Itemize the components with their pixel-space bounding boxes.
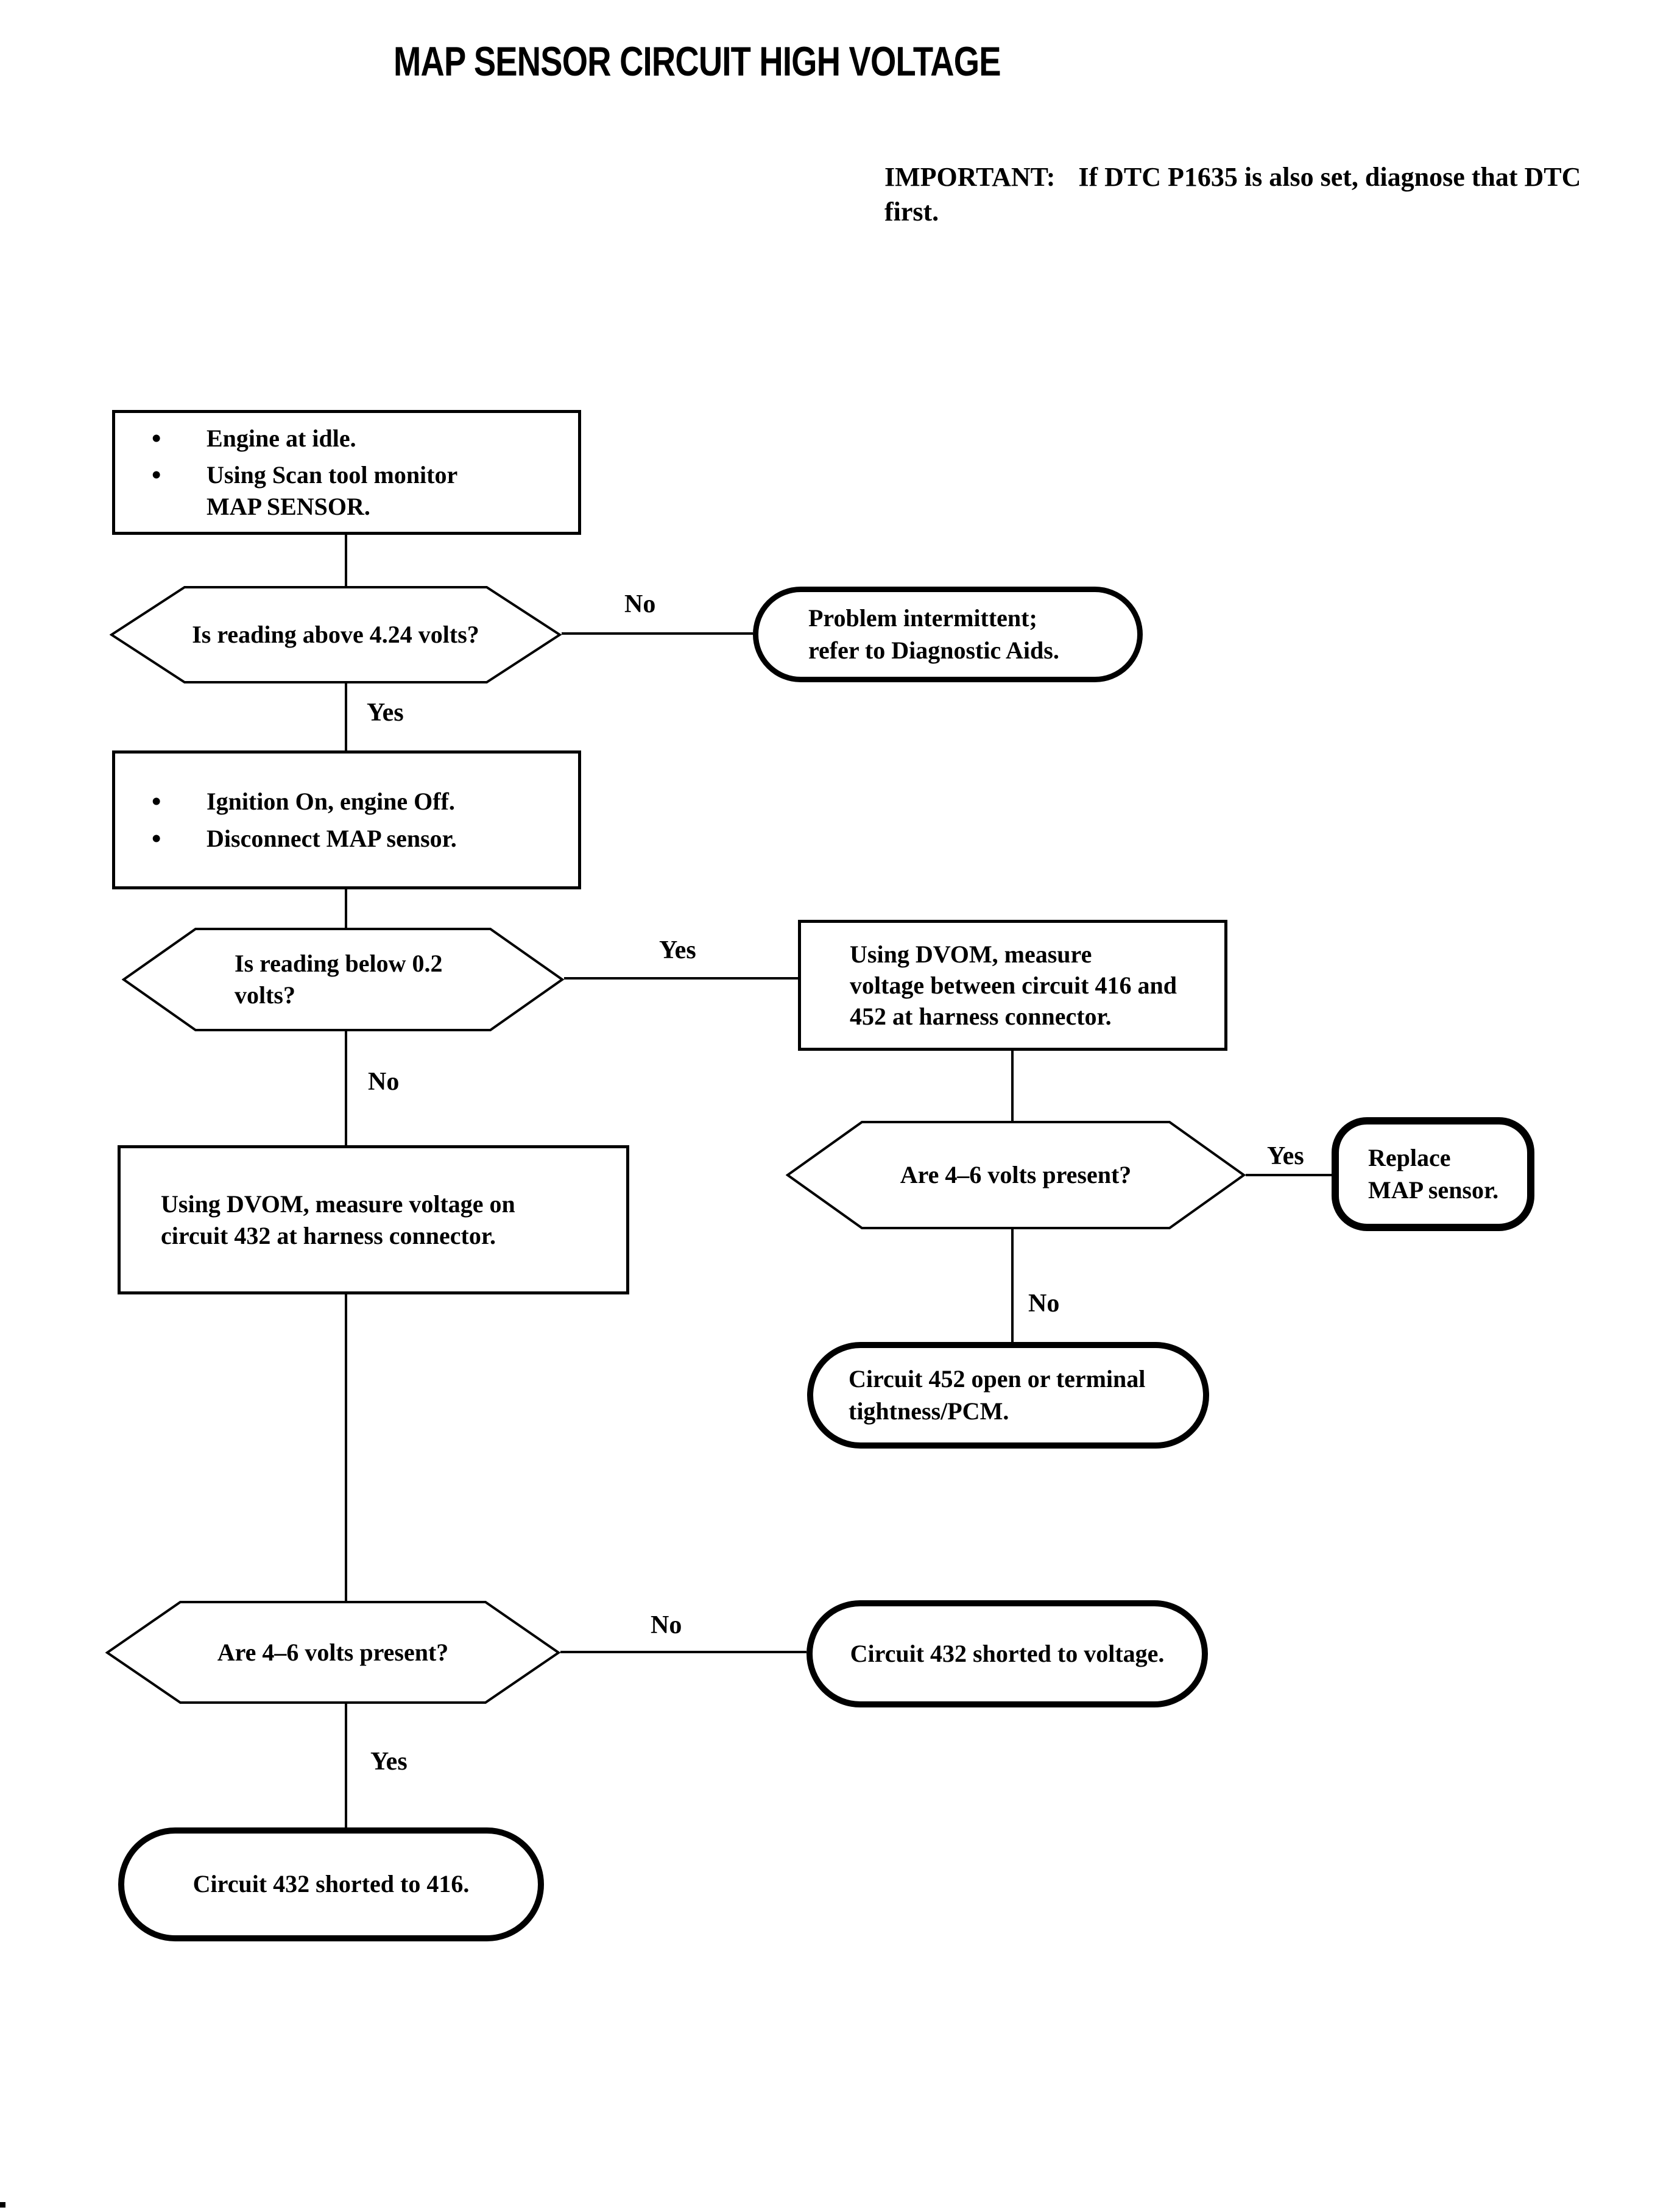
bullet-item: Ignition On, engine Off. <box>115 785 578 819</box>
terminal-replace-map-sensor: Replace MAP sensor. <box>1332 1117 1534 1231</box>
connector-line <box>564 977 798 980</box>
connector-line <box>1011 1050 1014 1121</box>
connector-line <box>345 888 347 928</box>
decision-hexagon-above-424 <box>110 586 562 683</box>
decision-question: Is reading below 0.2 volts? <box>235 950 443 1009</box>
connector-line <box>345 1703 347 1830</box>
bullet-list: Engine at idle. Using Scan tool monitor … <box>115 417 578 528</box>
page-title: MAP SENSOR CIRCUIT HIGH VOLTAGE <box>394 38 1001 85</box>
decision-question: Are 4–6 volts present? <box>900 1161 1132 1188</box>
branch-label-yes: Yes <box>370 1748 408 1776</box>
connector-line <box>560 1651 806 1653</box>
branch-label-no: No <box>368 1068 400 1096</box>
scan-artifact-mark <box>0 2202 5 2208</box>
terminal-circuit-432-voltage: Circuit 432 shorted to voltage. <box>806 1600 1208 1707</box>
process-box-measure-432: Using DVOM, measure voltage on circuit 4… <box>118 1145 629 1294</box>
decision-question: Is reading above 4.24 volts? <box>192 621 479 648</box>
connector-line <box>345 1031 347 1146</box>
terminal-circuit-452-open: Circuit 452 open or terminal tightness/P… <box>807 1342 1209 1449</box>
branch-label-no: No <box>1028 1290 1060 1318</box>
connector-line <box>1246 1174 1334 1176</box>
connector-line <box>1011 1229 1014 1343</box>
terminal-problem-intermittent: Problem intermittent; refer to Diagnosti… <box>753 587 1143 682</box>
decision-hexagon-below-02 <box>122 928 564 1031</box>
decision-question: Are 4–6 volts present? <box>217 1638 449 1666</box>
terminal-circuit-432-416: Circuit 432 shorted to 416. <box>118 1827 544 1941</box>
connector-line <box>345 1293 347 1601</box>
bullet-list: Ignition On, engine Off. Disconnect MAP … <box>115 780 578 859</box>
process-box-measure-416-452: Using DVOM, measure voltage between circ… <box>798 920 1227 1051</box>
important-text-line2: that DTC first. <box>884 162 1581 227</box>
bullet-item: Disconnect MAP sensor. <box>115 821 578 856</box>
decision-hexagon-46-left <box>105 1601 560 1704</box>
branch-label-yes: Yes <box>659 936 696 964</box>
important-text-line1: If DTC P1635 is also set, diagnose <box>1078 162 1465 192</box>
decision-hexagon-46-right <box>786 1121 1246 1229</box>
branch-label-no: No <box>624 590 656 618</box>
bullet-item: Using Scan tool monitor MAP SENSOR. <box>115 458 578 521</box>
important-note: IMPORTANT: If DTC P1635 is also set, diag… <box>884 160 1628 229</box>
branch-label-yes: Yes <box>367 699 404 727</box>
process-box-engine-idle: Engine at idle. Using Scan tool monitor … <box>112 410 581 535</box>
connector-line <box>562 632 753 635</box>
process-box-ignition-on: Ignition On, engine Off. Disconnect MAP … <box>112 750 581 889</box>
branch-label-no: No <box>651 1611 682 1639</box>
connector-line <box>345 683 347 750</box>
important-label: IMPORTANT: <box>884 162 1056 192</box>
branch-label-yes: Yes <box>1267 1142 1304 1170</box>
connector-line <box>345 534 347 588</box>
bullet-item: Engine at idle. <box>115 422 578 456</box>
